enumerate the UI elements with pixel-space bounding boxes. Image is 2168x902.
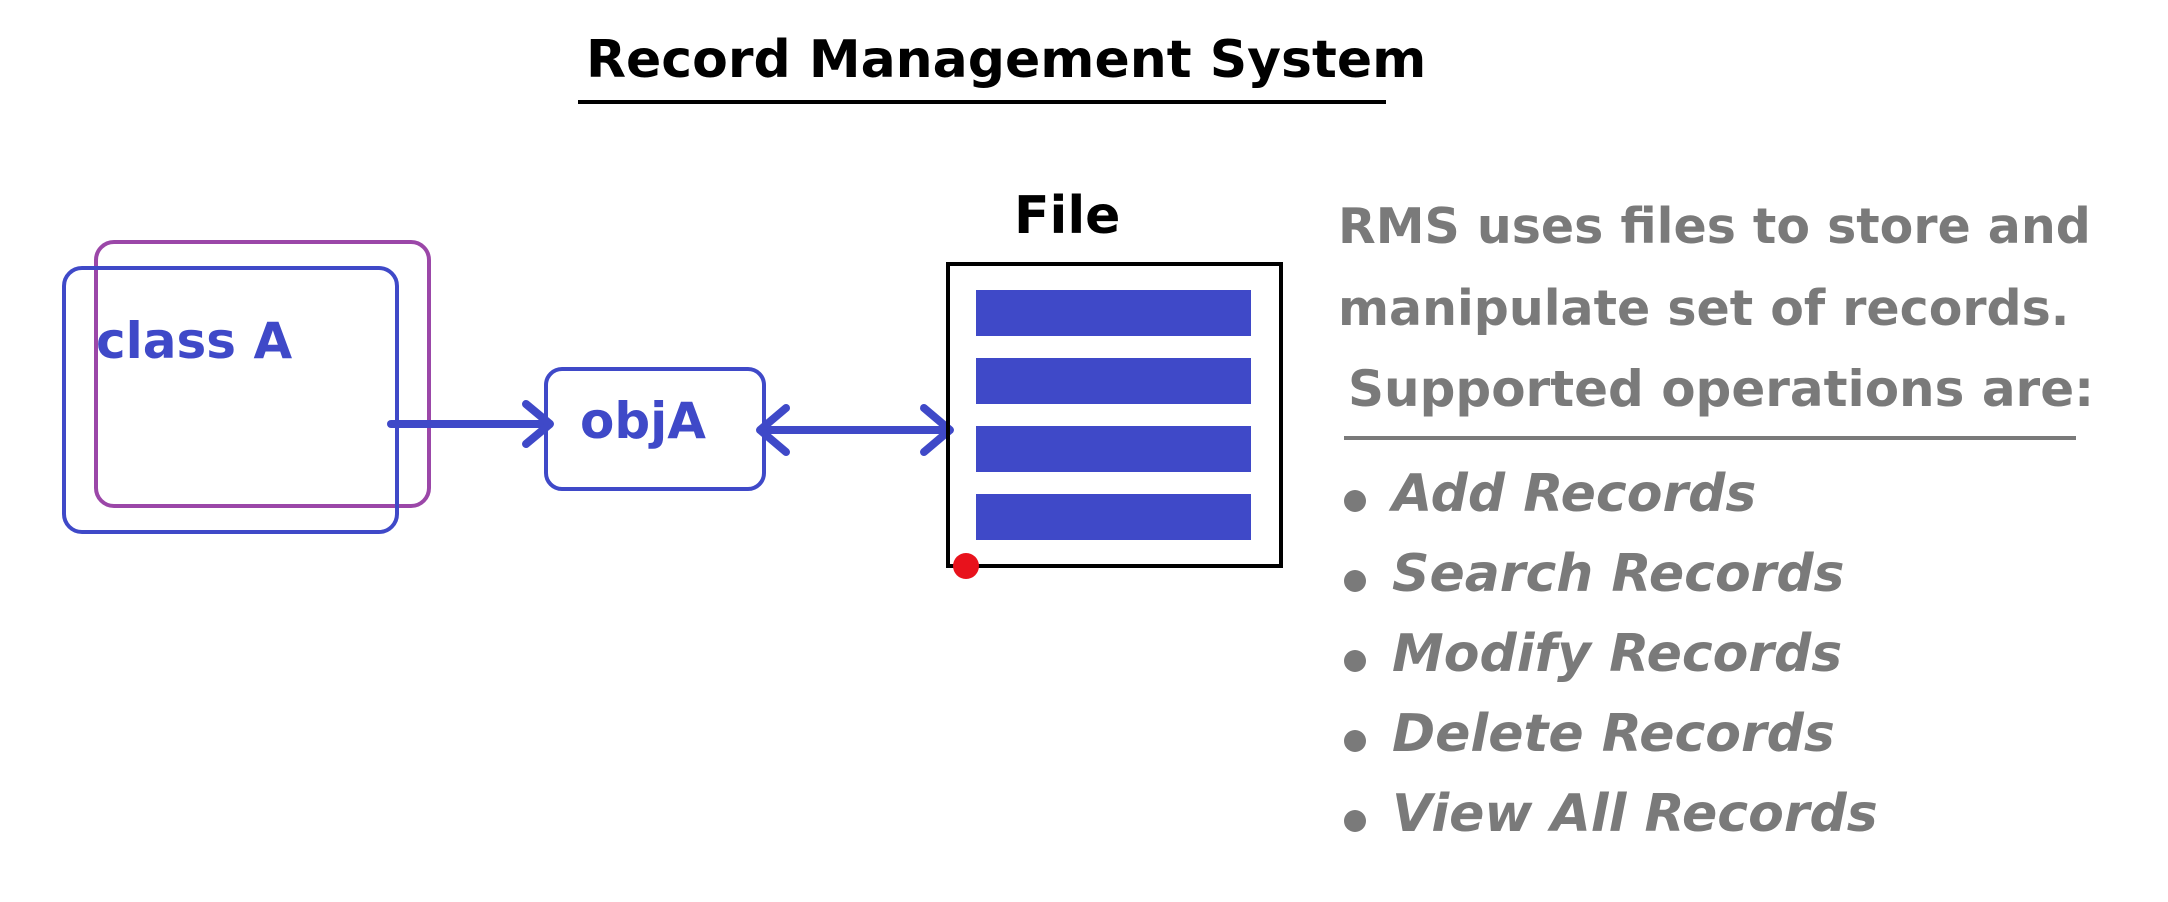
bullet-icon: [1344, 730, 1366, 752]
operation-label: Modify Records: [1392, 624, 1843, 684]
operation-label: Delete Records: [1392, 704, 1835, 764]
marker-dot: [953, 553, 979, 579]
bullet-icon: [1344, 810, 1366, 832]
operation-item: Modify Records: [1344, 614, 1878, 694]
class-box-back: [94, 240, 431, 508]
object-label: objA: [580, 392, 706, 450]
diagram-title: Record Management System: [586, 30, 1427, 90]
class-label: class A: [96, 312, 293, 370]
bullet-icon: [1344, 650, 1366, 672]
operation-label: Add Records: [1392, 464, 1757, 524]
operation-label: View All Records: [1392, 784, 1878, 844]
operation-item: Search Records: [1344, 534, 1878, 614]
operation-label: Search Records: [1392, 544, 1845, 604]
description-line-2: manipulate set of records.: [1338, 280, 2070, 337]
file-record-1: [976, 290, 1251, 336]
description-line-1: RMS uses files to store and: [1338, 198, 2091, 255]
description: RMS uses files to store and manipulate s…: [1338, 186, 2091, 350]
object-file-double-arrow: [756, 404, 954, 456]
file-record-2: [976, 358, 1251, 404]
operations-heading: Supported operations are:: [1348, 360, 2095, 418]
title-underline: [578, 100, 1386, 104]
bullet-icon: [1344, 570, 1366, 592]
bullet-icon: [1344, 490, 1366, 512]
file-label: File: [1014, 186, 1121, 246]
operation-item: Add Records: [1344, 454, 1878, 534]
operation-item: View All Records: [1344, 774, 1878, 854]
operation-item: Delete Records: [1344, 694, 1878, 774]
operations-heading-underline: [1344, 436, 2076, 440]
class-to-object-arrow: [387, 400, 554, 448]
file-record-4: [976, 494, 1251, 540]
file-box: [946, 262, 1283, 568]
operations-list: Add Records Search Records Modify Record…: [1344, 454, 1878, 854]
file-record-3: [976, 426, 1251, 472]
class-box-front: [62, 266, 399, 534]
